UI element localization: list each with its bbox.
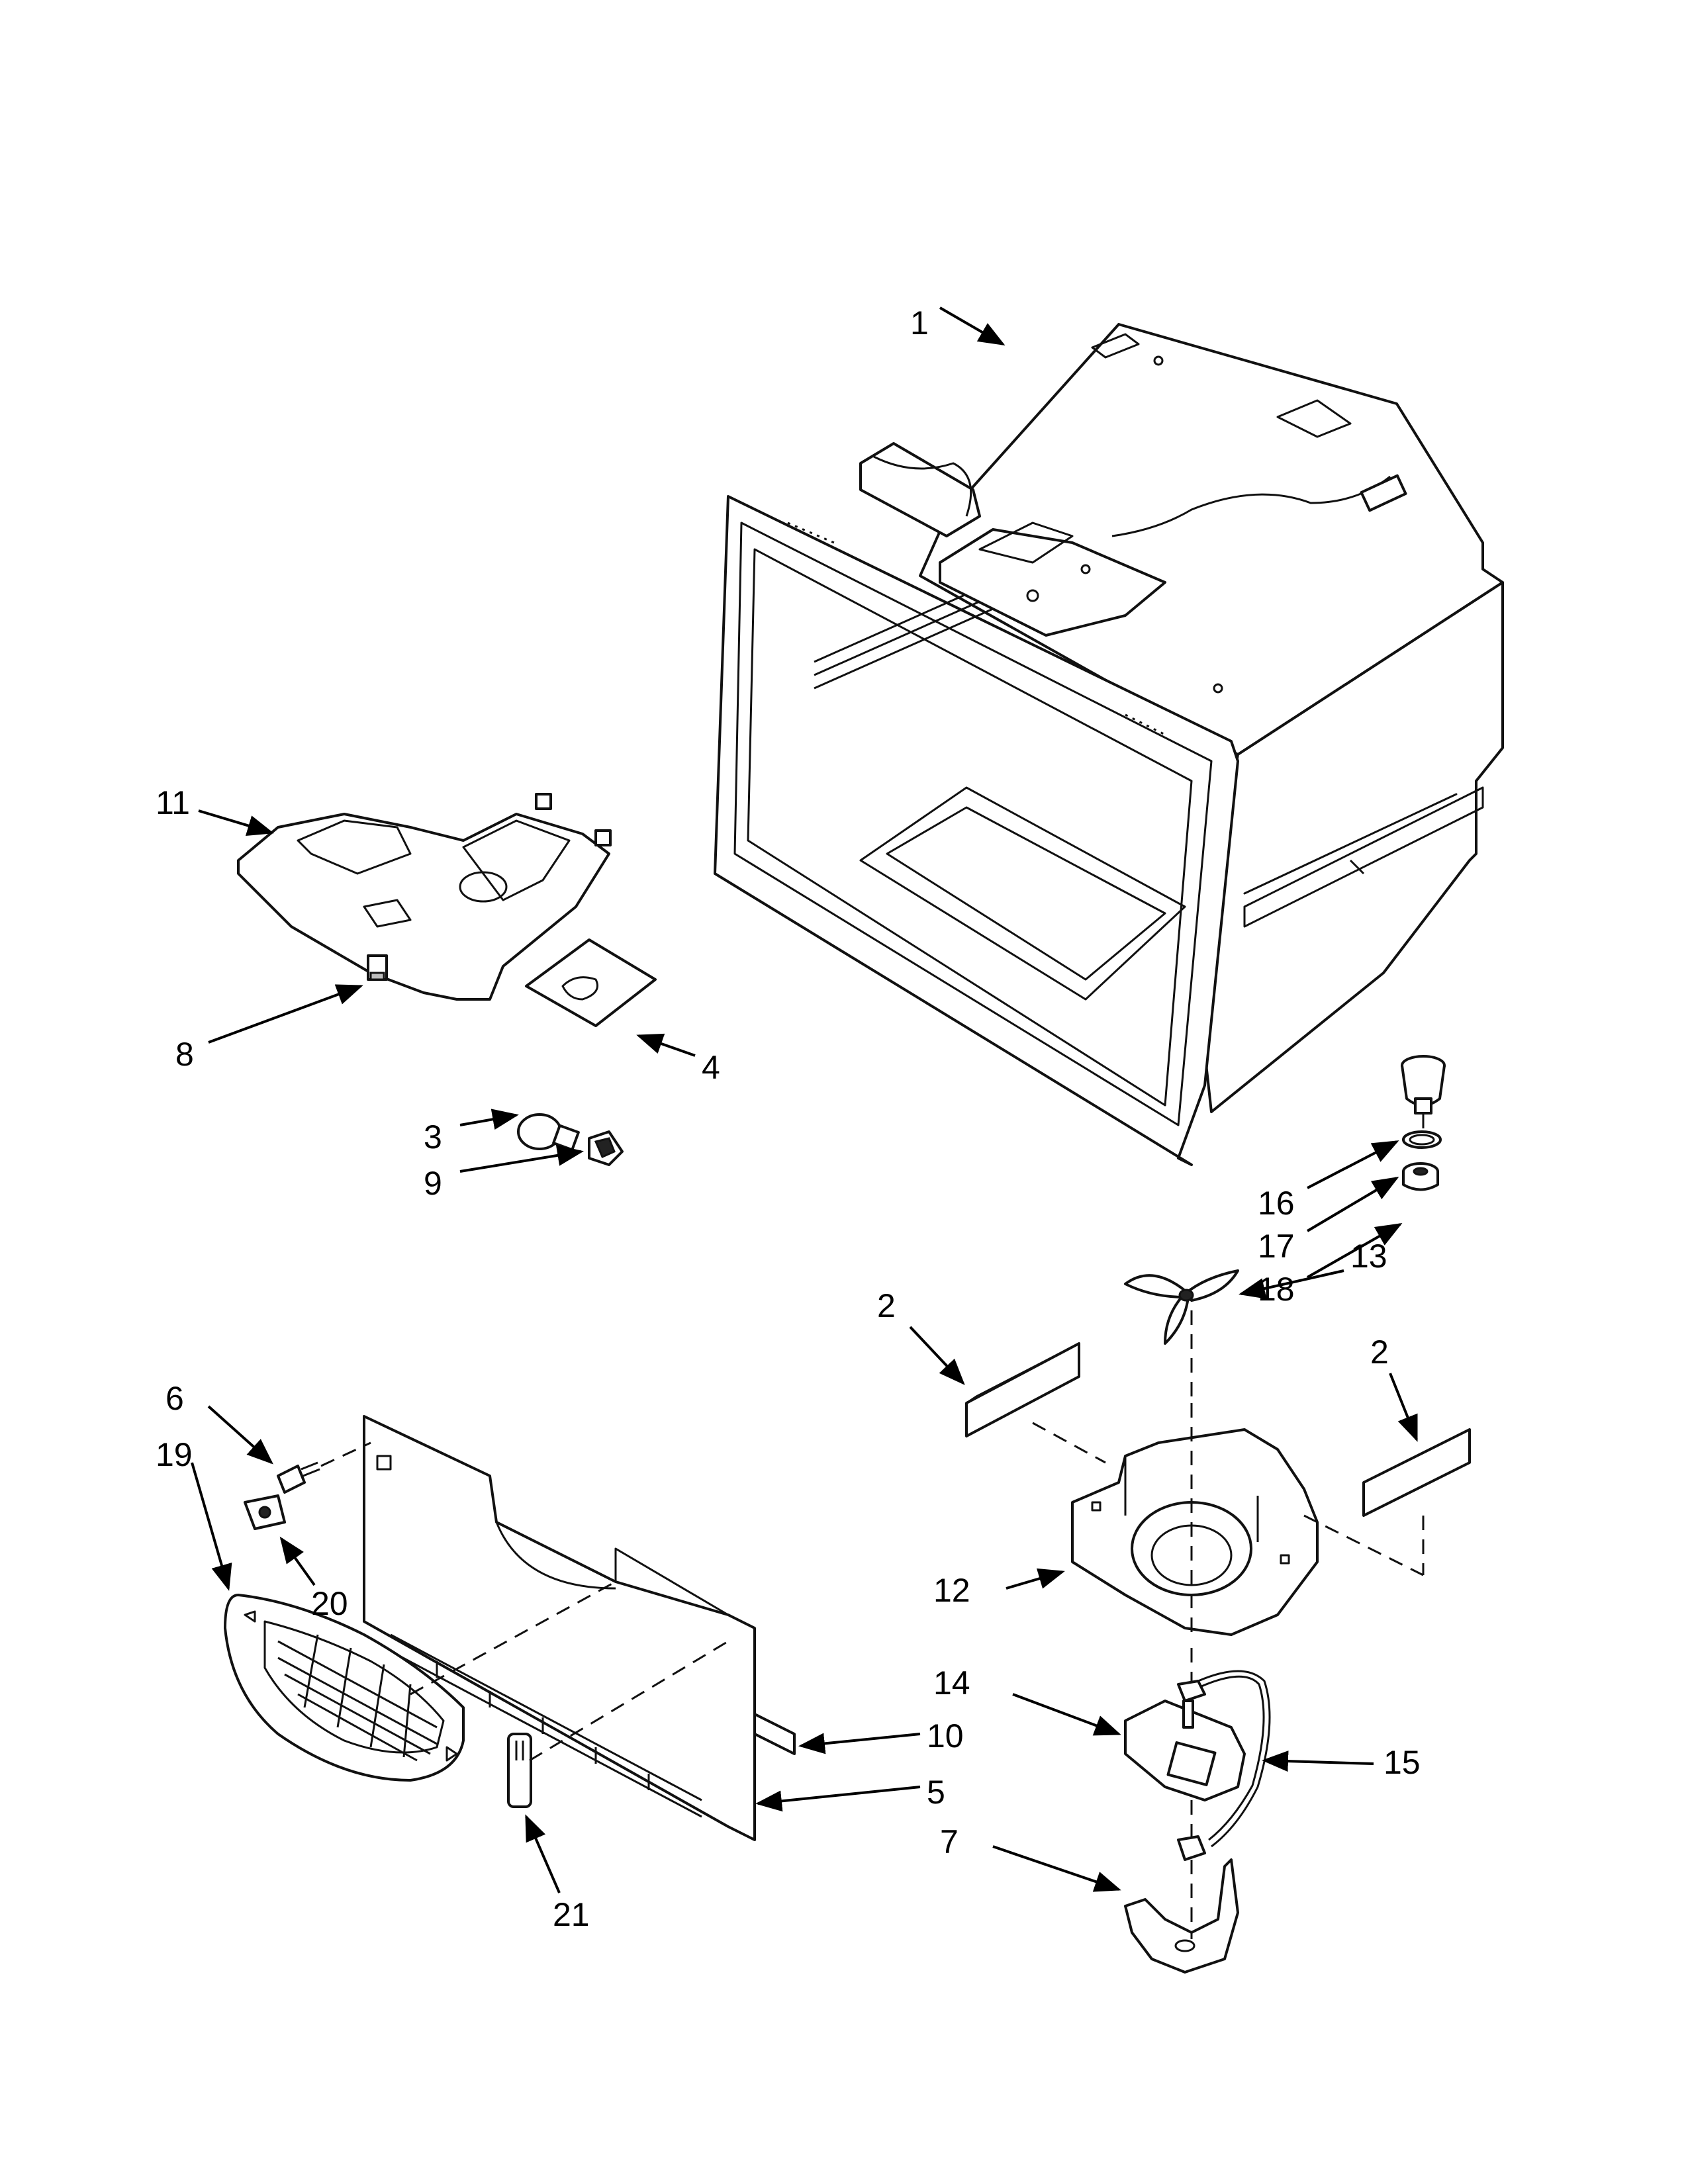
callout-19: 19 [156, 1436, 193, 1473]
leader-19 [191, 1462, 232, 1591]
socket-part-9 [588, 1130, 624, 1166]
callout-16: 16 [1258, 1185, 1295, 1222]
ring-part-17 [1402, 1130, 1442, 1149]
callout-5: 5 [927, 1774, 945, 1811]
leader-9 [459, 1145, 584, 1173]
callout-12: 12 [933, 1572, 970, 1609]
leader-8 [208, 984, 363, 1044]
leader-lines [191, 306, 1418, 1893]
callout-2a: 2 [877, 1287, 896, 1324]
grille-part-19 [224, 1594, 465, 1782]
callout-17: 17 [1258, 1228, 1295, 1265]
leader-12 [1006, 1568, 1065, 1590]
fan-housing-part-12 [1071, 1403, 1319, 1641]
leader-18 [1307, 1223, 1403, 1279]
callout-14: 14 [933, 1664, 970, 1702]
cover-part-11 [237, 793, 612, 1001]
thermistor-part-21 [507, 1733, 532, 1808]
leader-13 [1239, 1269, 1344, 1299]
leader-5 [755, 1786, 921, 1812]
foam-strip-part-2a [965, 1342, 1080, 1437]
sensor-part-20 [244, 1494, 286, 1530]
callout-18: 18 [1258, 1271, 1295, 1308]
leader-6 [207, 1405, 273, 1465]
leader-7 [992, 1845, 1121, 1892]
leader-11 [198, 809, 274, 836]
leader-4 [636, 1033, 696, 1057]
leader-20 [279, 1536, 316, 1586]
callout-2b: 2 [1370, 1334, 1389, 1371]
leader-10 [798, 1733, 921, 1754]
callout-21: 21 [553, 1896, 590, 1933]
leader-15 [1262, 1751, 1374, 1772]
leader-2b [1389, 1373, 1418, 1442]
leader-17 [1306, 1176, 1399, 1232]
foam-strip-part-10 [753, 1713, 796, 1755]
panel-part-5 [363, 1415, 756, 1841]
leader-16 [1307, 1140, 1399, 1189]
leader-3 [459, 1109, 519, 1130]
motor-part-14 [1124, 1648, 1246, 1801]
callout-labels: 1 2 2 3 4 5 6 7 8 9 10 11 12 13 14 15 16… [156, 304, 1421, 1933]
leader-14 [1012, 1693, 1121, 1736]
gasket-part-4 [525, 938, 657, 1027]
bracket-part-7 [1124, 1800, 1239, 1974]
callout-20: 20 [311, 1585, 348, 1622]
callout-6: 6 [165, 1380, 184, 1417]
callout-4: 4 [702, 1049, 720, 1086]
clip-part-8 [367, 954, 388, 981]
fan-blade-part-13 [1124, 1269, 1239, 1345]
callout-3: 3 [424, 1118, 442, 1156]
grommet-part-18 [1402, 1162, 1439, 1191]
callout-7: 7 [940, 1823, 959, 1860]
callout-9: 9 [424, 1165, 442, 1202]
foam-strip-part-2b [1362, 1428, 1471, 1517]
liner-part-1 [714, 323, 1504, 1166]
callout-1: 1 [910, 304, 929, 341]
leader-21 [525, 1814, 561, 1893]
leader-1 [939, 306, 1006, 346]
bulb-part-3 [517, 1113, 580, 1152]
cap-part-16 [1401, 1055, 1446, 1128]
callout-11: 11 [156, 784, 190, 821]
callout-15: 15 [1383, 1744, 1421, 1781]
harness-part-15 [1197, 1670, 1271, 1848]
callout-13: 13 [1350, 1238, 1387, 1275]
leader-2a [909, 1326, 965, 1385]
callout-8: 8 [175, 1036, 194, 1073]
callout-10: 10 [927, 1717, 964, 1754]
screw-part-6 [277, 1441, 371, 1494]
